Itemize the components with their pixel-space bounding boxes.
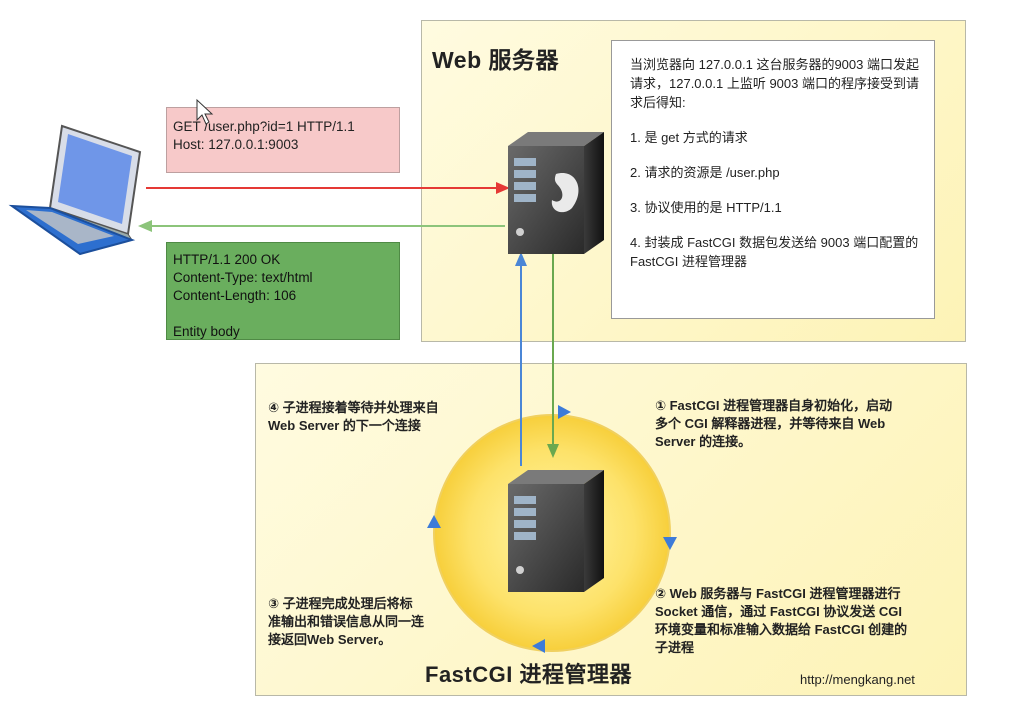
up-arrow — [515, 252, 527, 466]
step-4-line-2: Web Server 的下一个连接 — [268, 418, 421, 433]
step-1-caption: ① FastCGI 进程管理器自身初始化，启动 多个 CGI 解释器进程，并等待… — [655, 397, 892, 451]
cycle-arrow-bottom — [532, 639, 545, 653]
step-1-line-3: Server 的连接。 — [655, 434, 752, 449]
step-4-line-1: ④ 子进程接着等待并处理来自 — [268, 400, 439, 415]
response-box: HTTP/1.1 200 OK Content-Type: text/html … — [166, 242, 400, 340]
step-3-line-3: 接返回Web Server。 — [268, 632, 392, 647]
request-host: Host: 127.0.0.1:9003 — [173, 137, 299, 152]
response-status: HTTP/1.1 200 OK — [173, 252, 281, 267]
step-3-line-1: ③ 子进程完成处理后将标 — [268, 596, 413, 611]
step-4-caption: ④ 子进程接着等待并处理来自 Web Server 的下一个连接 — [268, 399, 439, 435]
cycle-arrow-top — [558, 405, 571, 419]
response-arrow — [138, 220, 505, 232]
step-3-line-2: 准输出和错误信息从同一连 — [268, 614, 425, 629]
response-entity-body: Entity body — [173, 324, 240, 339]
step-2-line-2: Socket 通信，通过 FastCGI 协议发送 CGI — [655, 604, 903, 619]
fastcgi-title: FastCGI 进程管理器 — [425, 662, 632, 687]
response-content-length: Content-Length: 106 — [173, 288, 297, 303]
server-icon — [508, 132, 604, 254]
step-2-line-4: 子进程 — [655, 640, 695, 655]
note-1: 1. 是 get 方式的请求 — [630, 130, 748, 145]
step-3-caption: ③ 子进程完成处理后将标 准输出和错误信息从同一连 接返回Web Server。 — [268, 595, 424, 649]
down-arrow — [547, 246, 559, 458]
request-arrow — [146, 182, 510, 194]
step-1-line-2: 多个 CGI 解释器进程，并等待来自 Web — [655, 416, 886, 431]
cycle-arrow-left — [427, 515, 441, 528]
step-1-line-1: ① FastCGI 进程管理器自身初始化，启动 — [655, 398, 893, 413]
step-2-line-1: ② Web 服务器与 FastCGI 进程管理器进行 — [655, 586, 901, 601]
web-server-notes: 当浏览器向 127.0.0.1 这台服务器的9003 端口发起请求，127.0.… — [611, 40, 935, 319]
step-2-caption: ② Web 服务器与 FastCGI 进程管理器进行 Socket 通信，通过 … — [655, 585, 907, 657]
note-intro: 当浏览器向 127.0.0.1 这台服务器的9003 端口发起请求，127.0.… — [630, 57, 919, 110]
fastcgi-server-icon — [508, 470, 604, 592]
laptop-icon — [8, 124, 142, 256]
note-3: 3. 协议使用的是 HTTP/1.1 — [630, 200, 782, 215]
note-2: 2. 请求的资源是 /user.php — [630, 165, 780, 180]
cycle-arrow-right — [663, 537, 677, 550]
response-content-type: Content-Type: text/html — [173, 270, 313, 285]
site-url: http://mengkang.net — [800, 672, 915, 687]
note-4: 4. 封装成 FastCGI 数据包发送给 9003 端口配置的 FastCGI… — [630, 235, 919, 269]
web-server-title: Web 服务器 — [432, 47, 560, 73]
step-2-line-3: 环境变量和标准输入数据给 FastCGI 创建的 — [655, 622, 908, 637]
request-line: GET /user.php?id=1 HTTP/1.1 — [173, 119, 355, 134]
cursor-icon — [196, 98, 214, 125]
